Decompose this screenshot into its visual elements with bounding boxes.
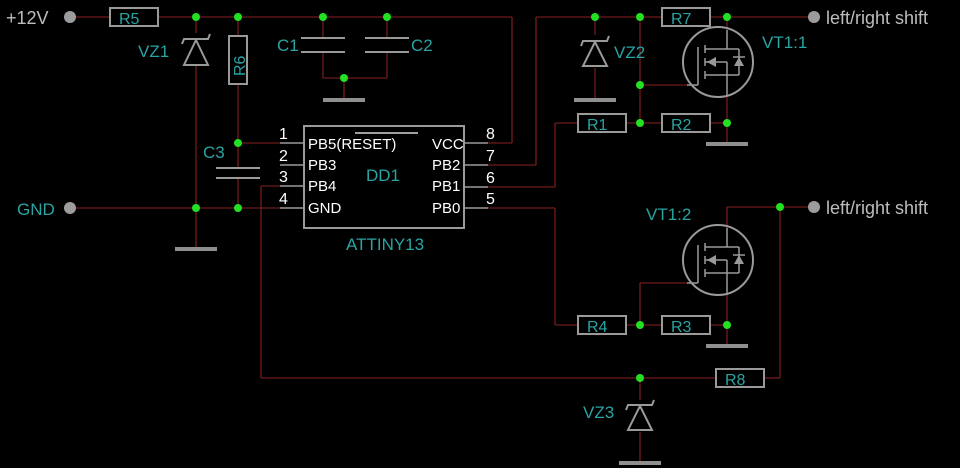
svg-text:C2: C2: [411, 36, 433, 55]
chip-part-number: ATTINY13: [346, 235, 424, 254]
resistors: R5 R6 R7 R1 R2 R4 R3 R8: [109, 7, 765, 389]
pin-number: 6: [486, 170, 495, 187]
junction-dot: [776, 203, 784, 211]
pin-name: PB0: [432, 200, 460, 217]
junction-dot: [234, 139, 242, 147]
svg-text:R8: R8: [725, 372, 746, 389]
junction-dot: [234, 13, 242, 21]
zener-diodes: VZ1 VZ2 VZ3: [138, 33, 655, 431]
pin-number: 2: [279, 148, 288, 165]
capacitor-c1[interactable]: C1: [277, 36, 345, 55]
pin-number: 3: [279, 169, 288, 186]
transistor-vt1-1-label: VT1:1: [762, 33, 807, 52]
pin-name-pb5-reset: PB5(RESET): [308, 136, 396, 153]
chip-dd1[interactable]: 1 2 3 4 8 7 6 5 PB5(RESET) PB3 PB4 GND V…: [279, 125, 495, 254]
junction-dot: [591, 13, 599, 21]
pin-name: PB1: [432, 178, 460, 195]
svg-text:R2: R2: [671, 117, 692, 134]
output-label-2: left/right shift: [826, 198, 928, 218]
output-terminal-1[interactable]: [808, 11, 820, 23]
capacitor-c3[interactable]: C3: [203, 143, 260, 179]
ground-symbols: [175, 98, 748, 465]
junction-dot: [383, 13, 391, 21]
pin-name: PB2: [432, 157, 460, 174]
junction-dot: [723, 119, 731, 127]
resistor-r1[interactable]: R1: [577, 113, 627, 134]
transistor-vt1-2[interactable]: VT1:2: [646, 205, 754, 296]
resistor-r6[interactable]: R6: [228, 35, 249, 85]
pin-number: 8: [486, 126, 495, 143]
junction-dot: [636, 119, 644, 127]
capacitor-c2[interactable]: C2: [365, 36, 433, 55]
transistor-vt1-2-label: VT1:2: [646, 205, 691, 224]
svg-text:R4: R4: [587, 319, 608, 336]
resistor-r5[interactable]: R5: [109, 7, 159, 28]
svg-text:VZ3: VZ3: [583, 403, 614, 422]
junction-dot: [723, 13, 731, 21]
pin-number: 5: [486, 191, 495, 208]
svg-text:R3: R3: [671, 319, 692, 336]
zener-vz2[interactable]: VZ2: [580, 35, 645, 67]
junction-dot: [340, 74, 348, 82]
junction-dot: [319, 13, 327, 21]
capacitors: C1 C2 C3: [203, 36, 433, 179]
ground-terminal[interactable]: [64, 202, 76, 214]
junction-dot: [234, 204, 242, 212]
zener-vz3[interactable]: VZ3: [583, 399, 655, 431]
resistor-r8[interactable]: R8: [715, 368, 765, 389]
power-label: +12V: [6, 8, 49, 28]
output-terminal-2[interactable]: [808, 201, 820, 213]
junction-dot: [636, 81, 644, 89]
junction-dot: [723, 321, 731, 329]
pin-name: VCC: [432, 136, 464, 153]
resistor-r7[interactable]: R7: [661, 7, 711, 28]
resistor-r3[interactable]: R3: [661, 315, 711, 336]
svg-text:R7: R7: [671, 11, 692, 28]
pin-name: PB4: [308, 178, 336, 195]
svg-text:R6: R6: [232, 55, 249, 76]
svg-text:C3: C3: [203, 143, 225, 162]
resistor-r2[interactable]: R2: [661, 113, 711, 134]
svg-text:R5: R5: [119, 11, 140, 28]
output-label-1: left/right shift: [826, 8, 928, 28]
resistor-r4[interactable]: R4: [577, 315, 627, 336]
junction-dot: [636, 13, 644, 21]
junction-dot: [636, 374, 644, 382]
pin-number: 4: [279, 191, 288, 208]
terminals: +12V GND left/right shift left/right shi…: [6, 8, 928, 219]
junctions: [192, 13, 784, 382]
junction-dot: [192, 204, 200, 212]
pin-number: 7: [486, 148, 495, 165]
pin-name: GND: [308, 200, 342, 217]
zener-vz1[interactable]: VZ1: [138, 33, 211, 66]
svg-text:C1: C1: [277, 36, 299, 55]
chip-designator: DD1: [366, 166, 400, 185]
power-terminal[interactable]: [64, 11, 76, 23]
svg-text:R1: R1: [587, 117, 608, 134]
wires: [70, 16, 810, 462]
svg-text:VZ2: VZ2: [614, 43, 645, 62]
ground-label: GND: [17, 200, 55, 219]
junction-dot: [636, 321, 644, 329]
junction-dot: [192, 13, 200, 21]
svg-text:VZ1: VZ1: [138, 42, 169, 61]
transistor-vt1-1[interactable]: VT1:1: [682, 26, 807, 98]
pin-number: 1: [279, 126, 288, 143]
pin-name: PB3: [308, 157, 336, 174]
